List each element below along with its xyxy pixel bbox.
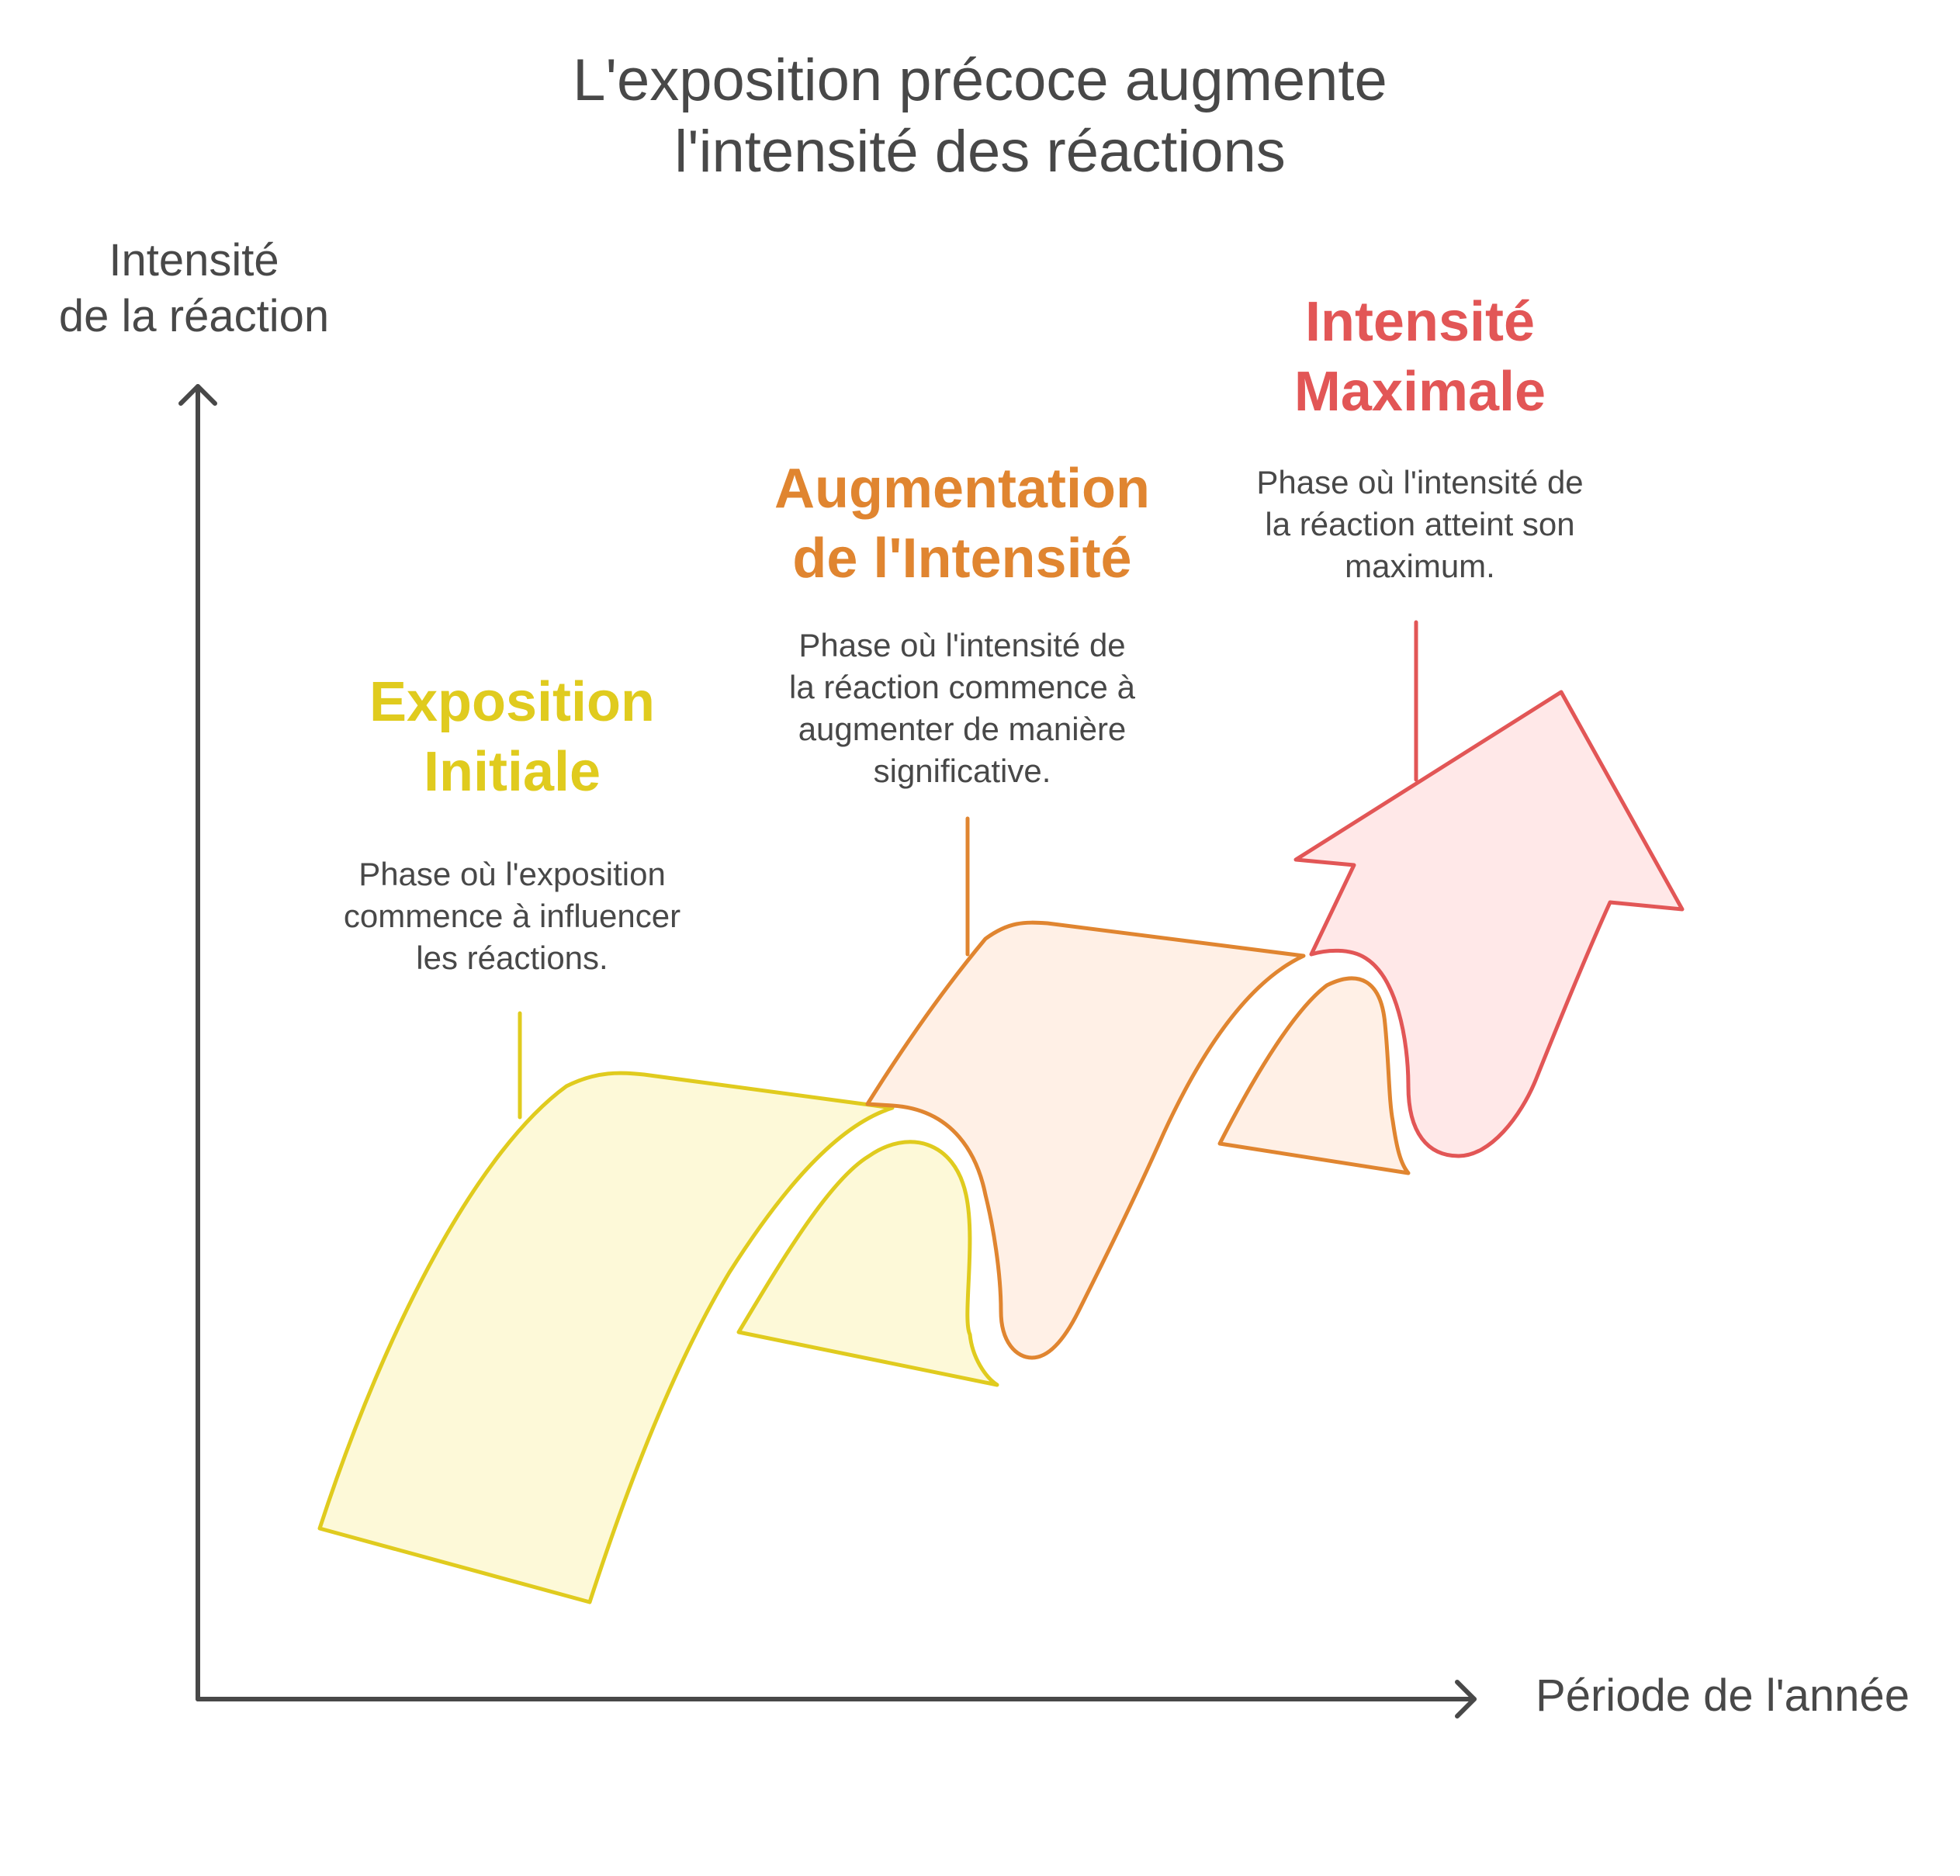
x-axis-label: Période de l'année: [1536, 1670, 1910, 1721]
ribbon-augmentation: [865, 816, 1411, 1360]
ribbon-segment-2-fold: [1217, 976, 1411, 1175]
x-axis-arrow-icon: [1455, 1680, 1477, 1719]
phase-2-description: Phase où l'intensité de la réaction comm…: [789, 627, 1135, 789]
y-axis-label: Intensité de la réaction: [58, 235, 330, 341]
phase-2-title: Augmentation de l'Intensité: [774, 458, 1150, 590]
arrow-intensite-maximale: [1293, 620, 1685, 1158]
ribbon-segment-1-main: [317, 1071, 895, 1604]
ribbon-exposition-initiale: [317, 1011, 999, 1604]
phase-3-title: Intensité Maximale: [1293, 291, 1546, 423]
ribbon-segment-3-arrow: [1293, 690, 1685, 1158]
axes: [178, 384, 1477, 1719]
phase-1-description: Phase où l'exposition commence à influen…: [343, 856, 681, 976]
page-title: L'exposition précoce augmente l'intensit…: [573, 47, 1387, 185]
ribbon-segment-1-fold: [736, 1140, 999, 1387]
y-axis-arrow-icon: [178, 384, 217, 406]
ribbon-segment-2-main: [865, 920, 1306, 1360]
phase-1-title: Exposition Initiale: [369, 671, 655, 803]
phase-3-description: Phase où l'intensité de la réaction atte…: [1256, 464, 1584, 584]
